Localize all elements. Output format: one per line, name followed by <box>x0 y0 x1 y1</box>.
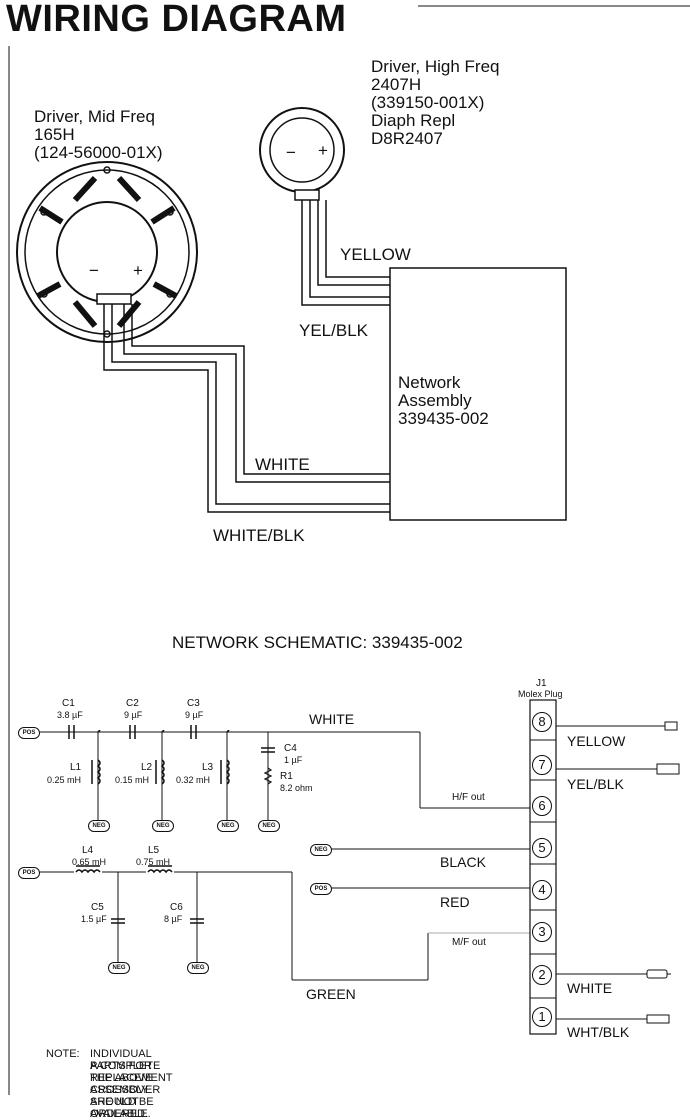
schem-label-green: GREEN <box>306 986 356 1002</box>
coils-lower <box>74 865 174 877</box>
pin-5: 5 <box>532 838 552 858</box>
network-label-3: 339435-002 <box>398 409 489 428</box>
pin-1: 1 <box>532 1007 552 1027</box>
schem-label-white: WHITE <box>309 711 355 727</box>
network-label-1: Network <box>398 373 461 392</box>
neg-terminal-l3: NEG <box>217 820 239 832</box>
network-box <box>389 267 567 521</box>
r1-value: 8.2 ohm <box>280 783 313 793</box>
wire-label-white: WHITE <box>255 455 310 474</box>
pin-8: 8 <box>532 712 552 732</box>
l1-value: 0.25 mH <box>47 775 82 785</box>
l2-name: L2 <box>141 762 153 773</box>
neg-terminal-l2: NEG <box>152 820 174 832</box>
l5-name: L5 <box>148 845 160 856</box>
pin-7: 7 <box>532 755 552 775</box>
schem-label-hf-out: H/F out <box>452 792 485 803</box>
pin-4: 4 <box>532 880 552 900</box>
wire-label-yel-blk: YEL/BLK <box>299 321 368 340</box>
l3-value: 0.32 mH <box>176 775 211 785</box>
l3-name: L3 <box>202 762 214 773</box>
high-driver-label-4: Diaph Repl <box>371 111 456 130</box>
page-title: WIRING DIAGRAM <box>6 0 347 40</box>
l4-value: 0.65 mH <box>72 857 107 867</box>
high-minus-sign: − <box>286 143 296 162</box>
mid-driver-label-1: Driver, Mid Freq <box>34 107 155 126</box>
pos-terminal-red: POS <box>310 883 332 895</box>
neg-terminal-r1: NEG <box>258 820 280 832</box>
mid-plus-sign: + <box>133 261 143 280</box>
connector-type: Molex Plug <box>518 689 563 699</box>
c3-name: C3 <box>187 698 200 709</box>
schematic-heading: NETWORK SCHEMATIC: 339435-002 <box>172 633 463 652</box>
high-driver-label-5: D8R2407 <box>371 129 443 148</box>
out-label-yel-blk: YEL/BLK <box>567 776 624 792</box>
wire-label-white-blk: WHITE/BLK <box>213 526 305 545</box>
neg-terminal-l1: NEG <box>88 820 110 832</box>
r1-name: R1 <box>280 771 293 782</box>
c4-name: C4 <box>284 743 297 754</box>
high-driver-label-3: (339150-001X) <box>371 93 485 112</box>
neg-terminal-c6: NEG <box>187 962 209 974</box>
output-leads <box>556 721 680 1024</box>
pos-terminal-upper: POS <box>18 727 40 739</box>
high-plus-sign: + <box>318 141 328 160</box>
c6-value: 8 µF <box>164 914 183 924</box>
high-driver-wires <box>301 200 390 306</box>
network-label-2: Assembly <box>398 391 472 410</box>
pin-2: 2 <box>532 965 552 985</box>
schem-label-mf-out: M/F out <box>452 937 486 948</box>
note-line-2: A COMPLETE REPLACEMENT ASSEMBLY SHOULD B… <box>90 1060 173 1120</box>
mid-driver-wires <box>103 304 390 513</box>
out-label-wht-blk: WHT/BLK <box>567 1024 630 1040</box>
c4-value: 1 µF <box>284 755 303 765</box>
neg-terminal-c5: NEG <box>108 962 130 974</box>
coils-upper <box>91 759 230 785</box>
l5-value: 0.75 mH <box>136 857 171 867</box>
mid-minus-sign: − <box>89 261 99 280</box>
c5-name: C5 <box>91 902 104 913</box>
mid-driver-label-2: 165H <box>34 125 75 144</box>
c3-value: 9 µF <box>185 710 204 720</box>
c6-name: C6 <box>170 902 183 913</box>
neg-terminal-black: NEG <box>310 844 332 856</box>
connector-name: J1 <box>536 678 547 689</box>
c2-name: C2 <box>126 698 139 709</box>
l1-name: L1 <box>70 762 82 773</box>
high-driver-label-2: 2407H <box>371 75 422 94</box>
schem-label-red: RED <box>440 894 470 910</box>
schem-label-black: BLACK <box>440 854 486 870</box>
molex-connector <box>529 699 557 1035</box>
l4-name: L4 <box>82 845 94 856</box>
out-label-yellow: YELLOW <box>567 733 626 749</box>
wire-label-yellow: YELLOW <box>340 245 411 264</box>
c5-value: 1.5 µF <box>81 914 107 924</box>
l2-value: 0.15 mH <box>115 775 150 785</box>
footnote: NOTE: INDIVIDUAL PARTS FOR THE ABOVE CRO… <box>46 1048 172 1120</box>
c1-name: C1 <box>62 698 75 709</box>
pin-6: 6 <box>532 796 552 816</box>
mid-driver-label-3: (124-56000-01X) <box>34 143 163 162</box>
c2-value: 9 µF <box>124 710 143 720</box>
note-label: NOTE: <box>46 1048 80 1060</box>
high-driver-label-1: Driver, High Freq <box>371 57 500 76</box>
pin-3: 3 <box>532 922 552 942</box>
pos-terminal-lower: POS <box>18 867 40 879</box>
out-label-white: WHITE <box>567 980 613 996</box>
mid-driver-icon <box>16 161 198 343</box>
high-driver-icon <box>259 107 345 201</box>
c1-value: 3.8 µF <box>57 710 83 720</box>
